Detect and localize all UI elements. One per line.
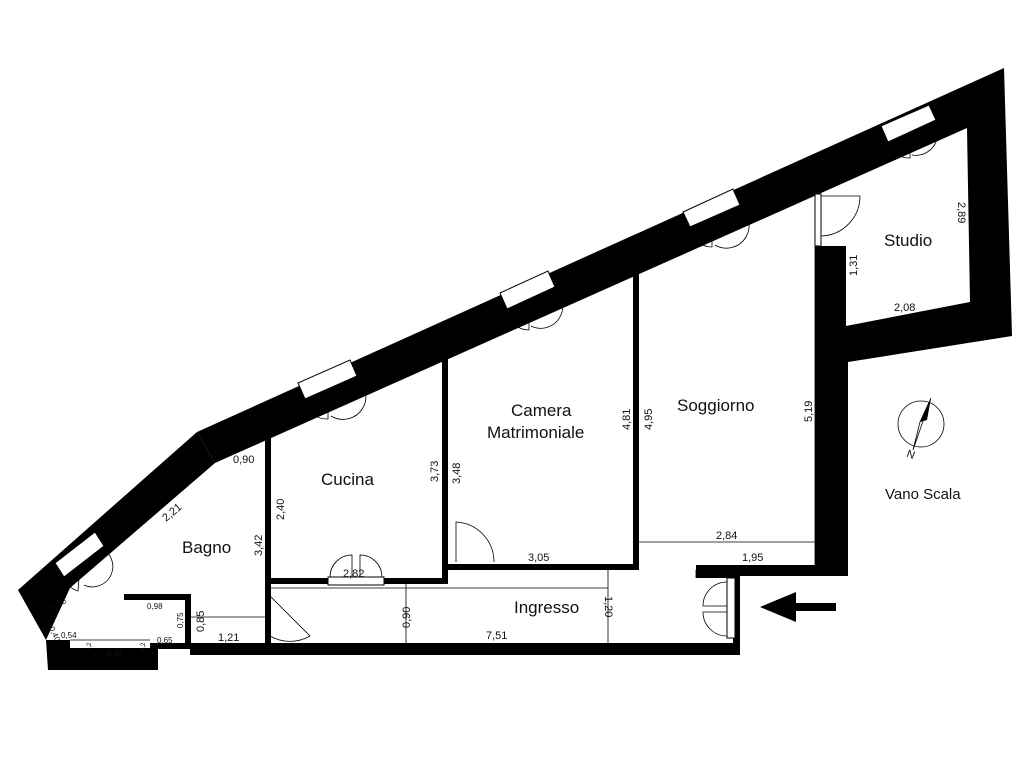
label-vano-scala: Vano Scala [885,486,961,503]
door-cucina [327,554,385,586]
dim-studio-bottom: 2,08 [894,302,915,314]
door-camera [452,521,498,567]
dim-small-075: 0,75 [176,612,185,628]
room-label-studio: Studio [884,231,932,250]
dim-small-054: 0,54 [61,631,77,640]
dim-cucina-right: 3,73 [429,461,441,482]
room-label-camera-line1: Camera [511,401,572,420]
dim-small-099: 0,99 [107,649,123,658]
dim-small-065: 0,65 [157,636,173,645]
dim-bagno-bottom: 1,21 [218,632,239,644]
dim-small-b: 0,2 [141,642,147,651]
outer-walls [18,68,1012,670]
compass-icon: N [897,397,945,462]
dim-soggiorno-right: 5,19 [803,401,815,422]
dim-bagno-top: 0,90 [233,454,254,466]
dim-soggiorno-left-a: 4,81 [621,409,633,430]
dim-small-a: 0,2 [87,642,93,651]
dim-ingresso-height: 1,20 [602,596,614,617]
window-bagno [54,531,114,592]
door-studio [814,193,861,247]
door-entrance [702,577,736,639]
room-label-soggiorno: Soggiorno [677,396,755,415]
window-cucina [297,359,367,420]
dim-soggiorno-left-b: 4,95 [643,409,655,430]
arrow-left-icon [760,592,836,622]
dim-bagno-inner: 0,85 [195,611,207,632]
dim-ingresso-right-bottom: 1,95 [742,552,763,564]
dim-small-098: 0,98 [147,602,163,611]
window-soggiorno [682,188,750,249]
dim-camera-bottom: 3,05 [528,552,549,564]
dim-soggiorno-bottom: 2,84 [716,530,737,542]
dimension-lines [70,246,816,643]
compass-north-label: N [905,448,917,462]
room-label-camera-line2: Matrimoniale [487,423,584,442]
dim-ingresso-length: 7,51 [486,630,507,642]
room-label-cucina: Cucina [321,470,374,489]
dim-studio-left: 1,31 [848,255,860,276]
dim-camera-left: 3,48 [451,463,463,484]
dim-studio-right: 2,89 [955,202,967,223]
dimension-labels: 2,89 1,31 2,08 5,19 4,81 4,95 2,84 1,95 … [47,202,967,658]
window-camera [499,270,564,331]
door-bagno [269,595,311,642]
dim-cucina-bottom: 2,82 [343,568,364,580]
dim-ingresso-passage: 0,90 [401,607,413,628]
room-label-bagno: Bagno [182,538,231,557]
dim-cucina-left: 2,40 [275,499,287,520]
window-studio [880,104,939,159]
dim-bagno-right: 3,42 [253,535,265,556]
room-label-ingresso: Ingresso [514,598,579,617]
